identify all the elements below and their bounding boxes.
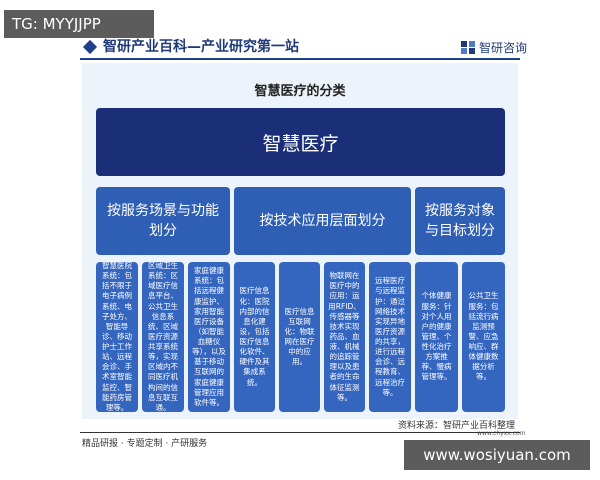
- leaf-regional-health: 区域卫生系统：区域医疗信息平台、公共卫生信息系统、区域医疗资源共享系统等，实现区…: [142, 261, 184, 412]
- header-divider: [80, 58, 520, 60]
- leaf-medical-informatization: 医疗信息化：医院内部的信息化建设，包括医疗信息化软件、硬件及其集成系统。: [234, 262, 275, 412]
- watermark-bottom: www.wosiyuan.com: [404, 440, 590, 470]
- root-node: 智慧医疗: [96, 108, 505, 176]
- footer-divider: [80, 432, 520, 433]
- leaf-medical-internet: 医疗信息互联网化：物联网在医疗中的应用。: [279, 262, 320, 412]
- leaf-smart-hospital: 智慧医院系统：包括不限于电子病例系统、电子处方、智能导诊、移动护士工作站、远程会…: [96, 261, 138, 412]
- page-title: 智研产业百科—产业研究第一站: [103, 39, 299, 55]
- brand-logo-icon: [461, 41, 475, 54]
- footer-tagline: 精品研报 · 专题定制 · 产研服务: [82, 439, 208, 449]
- leaf-public-health: 公共卫生服务：包括流行病监测预警、应急响应、群体健康数据分析等。: [462, 262, 505, 412]
- brand-name: 智研咨询: [479, 41, 528, 55]
- source-note: 资料来源：智研产业百科整理: [398, 421, 516, 431]
- diagram-title: 智慧医疗的分类: [254, 83, 346, 99]
- title-diamond-icon: [82, 39, 98, 55]
- category-technology-layer: 按技术应用层面划分: [234, 187, 411, 255]
- leaf-iot-medical: 物联网在医疗中的应用：运用RFID、传感器等技术实现药品、血液、机械的追踪管理以…: [324, 262, 365, 412]
- leaf-telemedicine: 远程医疗与远程监护：通过网络技术实现异地医疗资源的共享，进行远程会诊、远程教育、…: [369, 262, 411, 412]
- category-service-scenario: 按服务场景与功能划分: [96, 187, 230, 255]
- leaf-home-health: 家庭健康系统：包括远程健康监护、家用智能医疗设备（如智能血糖仪等），以及基于移动…: [188, 262, 230, 412]
- watermark-top: TG: MYYJJPP: [4, 10, 154, 38]
- source-url: www.chyxx.com: [477, 430, 526, 437]
- leaf-individual-health: 个体健康服务：针对个人用户的健康管理、个性化治疗方案推荐、慢病管理等。: [415, 262, 458, 412]
- category-service-target: 按服务对象与目标划分: [415, 187, 505, 255]
